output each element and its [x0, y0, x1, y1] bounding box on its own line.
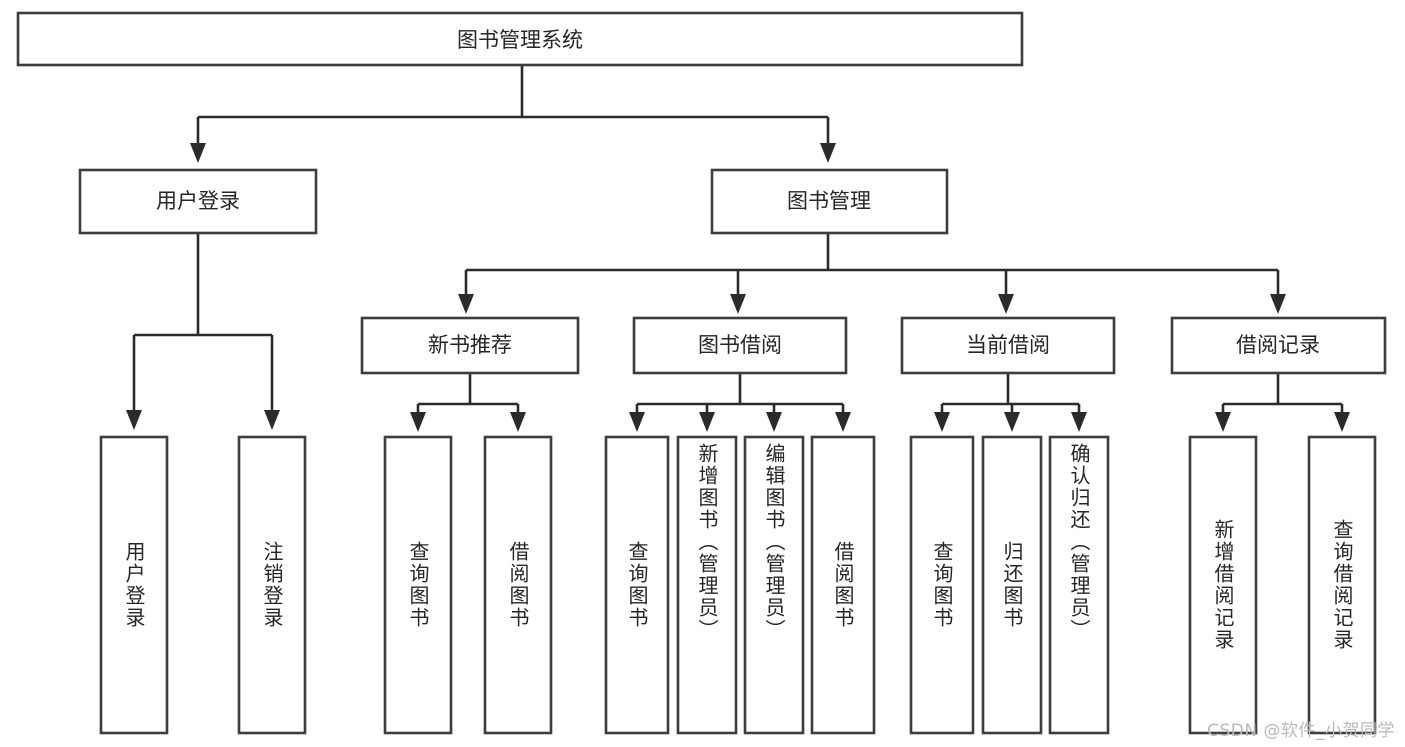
node-user-login-box[interactable]: [78, 168, 318, 235]
arrowhead-book-manage: [820, 143, 836, 163]
node-leaf-query-record-box[interactable]: [1307, 435, 1377, 735]
node-leaf-return-book-box[interactable]: [981, 435, 1043, 735]
node-borrow-record[interactable]: 借阅记录: [1170, 316, 1387, 375]
arrowhead-new-book-rec: [458, 294, 474, 314]
connector-new-book-rec-to-leaves: [410, 373, 526, 432]
arrowhead-leaf-borrow-book-2: [835, 412, 851, 432]
node-leaf-add-book-admin-box[interactable]: [676, 435, 738, 735]
node-leaf-user-logout-box[interactable]: [237, 435, 307, 735]
node-book-manage[interactable]: 图书管理: [710, 168, 949, 235]
node-borrow-record-label: 借阅记录: [1236, 333, 1320, 357]
node-new-book-rec[interactable]: 新书推荐: [360, 316, 580, 375]
connector-current-borrow-to-leaves: [934, 373, 1087, 432]
arrowhead-user-login: [190, 143, 206, 163]
arrowhead-leaf-query-record: [1334, 412, 1350, 432]
watermark-text: CSDN @软件_小贺同学: [1207, 721, 1395, 741]
node-root-label: 图书管理系统: [457, 28, 583, 52]
node-leaf-confirm-return-box[interactable]: [1048, 435, 1110, 735]
arrowhead-borrow-record: [1270, 294, 1286, 314]
node-current-borrow-box[interactable]: [900, 316, 1116, 375]
connector-book-manage-to-level2: [458, 233, 1286, 314]
node-user-login-label: 用户登录: [156, 189, 240, 213]
arrowhead-leaf-user-login: [126, 410, 142, 430]
connector-user-login-to-leaves: [126, 233, 280, 430]
arrowhead-leaf-add-record: [1215, 412, 1231, 432]
arrowhead-leaf-query-book-2: [629, 412, 645, 432]
arrowhead-current-borrow: [998, 294, 1014, 314]
node-leaf-add-record-box[interactable]: [1188, 435, 1258, 735]
connector-root-to-level1: [190, 65, 836, 163]
node-leaf-borrow-book-1-box[interactable]: [483, 435, 553, 735]
node-leaf-user-login-box[interactable]: [99, 435, 169, 735]
node-new-book-rec-box[interactable]: [360, 316, 580, 375]
arrowhead-leaf-return-book: [1004, 412, 1020, 432]
arrowhead-leaf-user-logout: [264, 410, 280, 430]
node-book-borrow-label: 图书借阅: [698, 333, 782, 357]
node-leaf-query-book-3-box[interactable]: [909, 435, 975, 735]
node-leaf-edit-book-admin-box[interactable]: [743, 435, 805, 735]
connector-book-borrow-to-leaves: [629, 373, 851, 432]
node-current-borrow-label: 当前借阅: [966, 333, 1050, 357]
node-book-borrow[interactable]: 图书借阅: [632, 316, 848, 375]
node-leaf-borrow-book-2-box[interactable]: [810, 435, 876, 735]
connector-borrow-record-to-leaves: [1215, 373, 1350, 432]
node-leaf-query-book-2-box[interactable]: [604, 435, 670, 735]
node-book-borrow-box[interactable]: [632, 316, 848, 375]
node-new-book-rec-label: 新书推荐: [428, 333, 512, 357]
arrowhead-leaf-borrow-book-1: [510, 412, 526, 432]
arrowhead-leaf-edit-book-admin: [766, 412, 782, 432]
arrowhead-leaf-confirm-return: [1071, 412, 1087, 432]
node-current-borrow[interactable]: 当前借阅: [900, 316, 1116, 375]
arrowhead-leaf-query-book-3: [934, 412, 950, 432]
node-root-box[interactable]: [16, 11, 1024, 67]
node-leaf-query-book-1-box[interactable]: [383, 435, 453, 735]
arrowhead-book-borrow: [730, 294, 746, 314]
node-book-manage-label: 图书管理: [787, 189, 871, 213]
node-borrow-record-box[interactable]: [1170, 316, 1387, 375]
leaf-boxes: [99, 435, 1377, 735]
node-root[interactable]: 图书管理系统: [16, 11, 1024, 67]
arrowhead-leaf-query-book-1: [410, 412, 426, 432]
node-book-manage-box[interactable]: [710, 168, 949, 235]
arrowhead-leaf-add-book-admin: [699, 412, 715, 432]
node-user-login[interactable]: 用户登录: [78, 168, 318, 235]
